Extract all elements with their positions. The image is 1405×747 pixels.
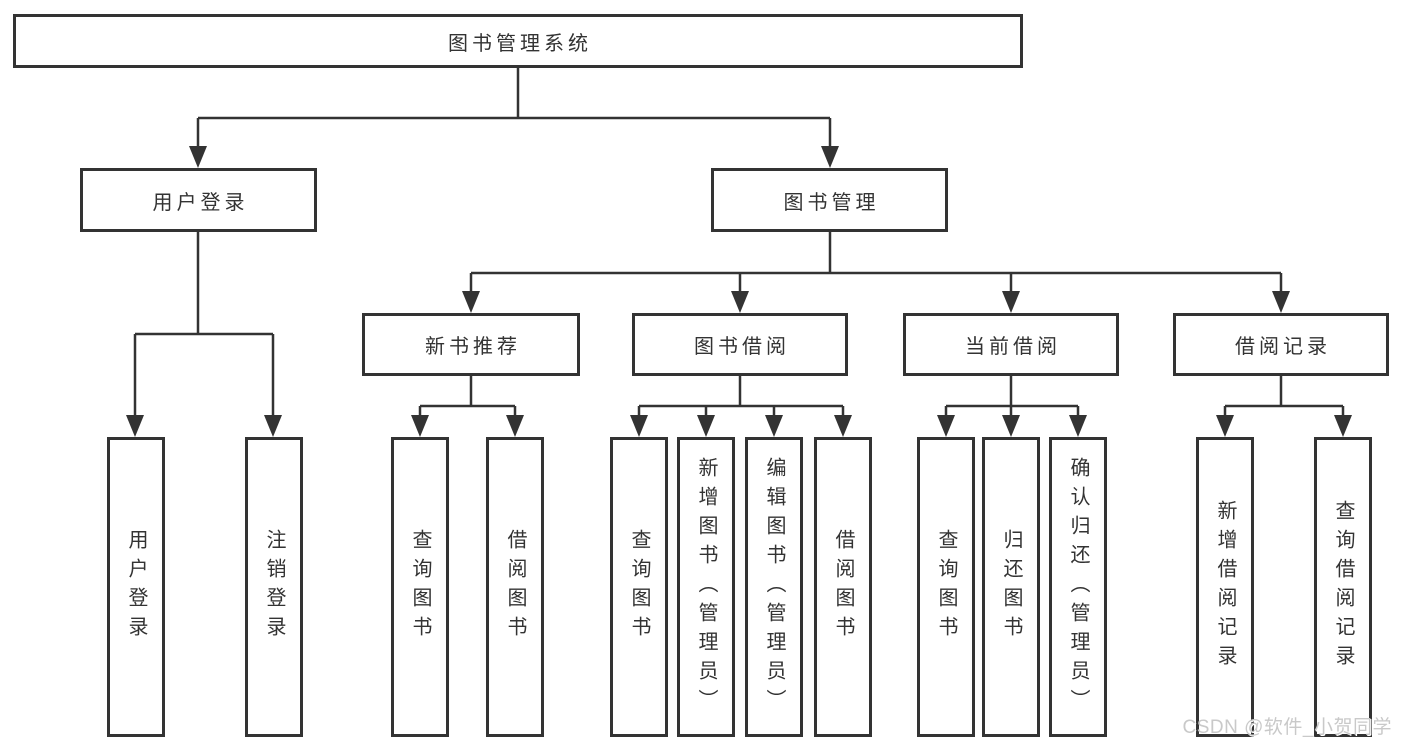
arrow-down-icon — [1272, 291, 1290, 313]
leaf-record-query-label: 查询借阅记录 — [1332, 500, 1354, 674]
arrow-down-icon — [834, 415, 852, 437]
arrow-down-icon — [1216, 415, 1234, 437]
arrowheads — [126, 146, 1352, 437]
arrow-down-icon — [1002, 291, 1020, 313]
leaf-record-query: 查询借阅记录 — [1314, 437, 1372, 737]
node-book-borrow-label: 图书借阅 — [694, 336, 790, 358]
leaf-current-return-book-label: 归还图书 — [1000, 529, 1022, 645]
leaf-borrow-add-book-admin-label: 新增图书（管理员） — [695, 456, 717, 718]
node-current-borrow: 当前借阅 — [903, 313, 1119, 376]
arrow-down-icon — [126, 415, 144, 437]
arrow-down-icon — [765, 415, 783, 437]
leaf-logout-label: 注销登录 — [263, 529, 285, 645]
arrow-down-icon — [411, 415, 429, 437]
arrow-down-icon — [821, 146, 839, 168]
node-root: 图书管理系统 — [13, 14, 1023, 68]
leaf-recommend-borrow-book: 借阅图书 — [486, 437, 544, 737]
leaf-record-add: 新增借阅记录 — [1196, 437, 1254, 737]
node-user-login-label: 用户登录 — [152, 191, 249, 214]
leaf-current-return-book: 归还图书 — [982, 437, 1040, 737]
node-borrow-record: 借阅记录 — [1173, 313, 1389, 376]
leaf-current-confirm-return-admin-label: 确认归还（管理员） — [1067, 456, 1089, 718]
leaf-recommend-query-book-label: 查询图书 — [409, 529, 431, 645]
arrow-down-icon — [462, 291, 480, 313]
leaf-logout: 注销登录 — [245, 437, 303, 737]
arrow-down-icon — [1069, 415, 1087, 437]
arrow-down-icon — [937, 415, 955, 437]
node-borrow-record-label: 借阅记录 — [1235, 336, 1331, 358]
leaf-borrow-query-book: 查询图书 — [610, 437, 668, 737]
arrow-down-icon — [506, 415, 524, 437]
leaf-borrow-add-book-admin: 新增图书（管理员） — [677, 437, 735, 737]
leaf-recommend-borrow-book-label: 借阅图书 — [504, 529, 526, 645]
node-new-book-recommend: 新书推荐 — [362, 313, 580, 376]
node-book-management: 图书管理 — [711, 168, 948, 232]
node-current-borrow-label: 当前借阅 — [965, 336, 1061, 358]
arrow-down-icon — [1334, 415, 1352, 437]
arrow-down-icon — [697, 415, 715, 437]
leaf-user-login: 用户登录 — [107, 437, 165, 737]
tree-edges — [133, 68, 1345, 416]
csdn-watermark: CSDN @软件_小贺同学 — [1182, 717, 1392, 738]
arrow-down-icon — [731, 291, 749, 313]
node-new-book-recommend-label: 新书推荐 — [425, 336, 521, 358]
leaf-borrow-borrow-book: 借阅图书 — [814, 437, 872, 737]
arrow-down-icon — [1002, 415, 1020, 437]
node-root-label: 图书管理系统 — [448, 32, 592, 55]
leaf-current-confirm-return-admin: 确认归还（管理员） — [1049, 437, 1107, 737]
leaf-recommend-query-book: 查询图书 — [391, 437, 449, 737]
arrow-down-icon — [630, 415, 648, 437]
leaf-borrow-query-book-label: 查询图书 — [628, 529, 650, 645]
node-user-login: 用户登录 — [80, 168, 317, 232]
leaf-record-add-label: 新增借阅记录 — [1214, 500, 1236, 674]
arrow-down-icon — [264, 415, 282, 437]
leaf-current-query-book-label: 查询图书 — [935, 529, 957, 645]
leaf-current-query-book: 查询图书 — [917, 437, 975, 737]
leaf-user-login-label: 用户登录 — [125, 529, 147, 645]
leaf-borrow-edit-book-admin: 编辑图书（管理员） — [745, 437, 803, 737]
leaf-borrow-edit-book-admin-label: 编辑图书（管理员） — [763, 456, 785, 718]
node-book-borrow: 图书借阅 — [632, 313, 848, 376]
leaf-borrow-borrow-book-label: 借阅图书 — [832, 529, 854, 645]
arrow-down-icon — [189, 146, 207, 168]
node-book-management-label: 图书管理 — [783, 191, 880, 214]
